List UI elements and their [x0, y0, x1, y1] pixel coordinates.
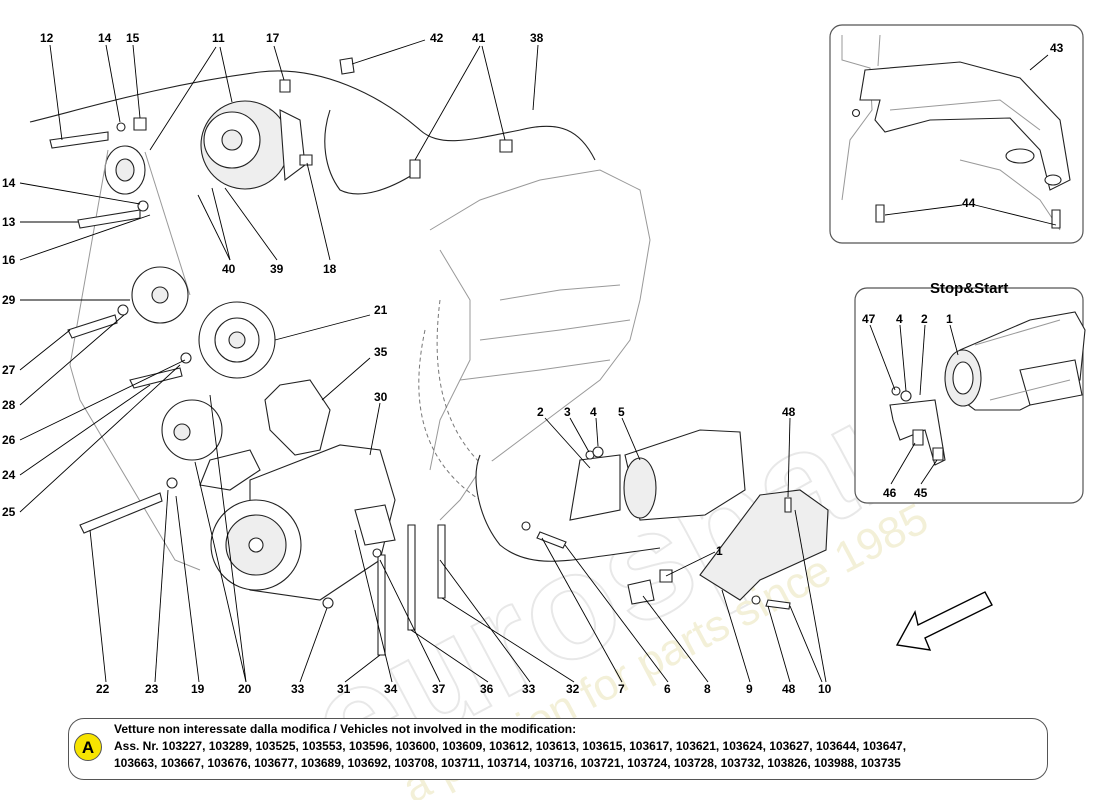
callout-7: 7 [618, 682, 625, 696]
callout-23: 23 [145, 682, 159, 696]
callout-ss-47: 47 [862, 312, 876, 326]
callout-40: 40 [222, 262, 236, 276]
callout-30: 30 [374, 390, 388, 404]
callout-18: 18 [323, 262, 337, 276]
callout-17: 17 [266, 31, 280, 45]
belt [69, 149, 201, 571]
callout-10: 10 [818, 682, 832, 696]
callout-39: 39 [270, 262, 284, 276]
callout-19: 19 [191, 682, 205, 696]
bracket-35 [264, 379, 331, 456]
callout-41: 41 [472, 31, 486, 45]
callout-9: 9 [746, 682, 753, 696]
callout-1: 1 [716, 544, 723, 558]
callout-29: 29 [2, 293, 16, 307]
callout-ss-2: 2 [921, 312, 928, 326]
callout-36: 36 [480, 682, 494, 696]
alternator-pulley [104, 145, 146, 195]
callout-48: 48 [782, 405, 796, 419]
note-box [68, 718, 1048, 780]
callout-2: 2 [537, 405, 544, 419]
callout-13: 13 [2, 215, 16, 229]
callout-5: 5 [618, 405, 625, 419]
callout-35: 35 [374, 345, 388, 359]
main-callouts: 12 14 15 11 17 42 41 38 14 13 16 40 39 1… [2, 31, 832, 696]
callout-22: 22 [96, 682, 110, 696]
callout-ss-45: 45 [914, 486, 928, 500]
callout-25: 25 [2, 505, 16, 519]
callout-12: 12 [40, 31, 54, 45]
inset-top-callouts: 43 44 [962, 41, 1064, 210]
callout-ss-46: 46 [883, 486, 897, 500]
callout-34: 34 [384, 682, 398, 696]
leader-lines [19, 39, 1057, 683]
callout-24: 24 [2, 468, 16, 482]
callout-21: 21 [374, 303, 388, 317]
callout-6: 6 [664, 682, 671, 696]
callout-15: 15 [126, 31, 140, 45]
callout-4: 4 [590, 405, 597, 419]
note-heading: Vetture non interessate dalla modifica /… [114, 722, 577, 736]
callout-14: 14 [98, 31, 112, 45]
callout-33: 33 [291, 682, 305, 696]
inset-stop-start-title: Stop&Start [930, 280, 1008, 297]
callout-31: 31 [337, 682, 351, 696]
callout-3: 3 [564, 405, 571, 419]
callout-43: 43 [1050, 41, 1064, 55]
bolts-small [49, 57, 792, 656]
ac-compressor [210, 444, 396, 601]
callout-48b: 48 [782, 682, 796, 696]
callout-37: 37 [432, 682, 446, 696]
callout-16: 16 [2, 253, 16, 267]
callout-27: 27 [2, 363, 16, 377]
callout-14b: 14 [2, 176, 16, 190]
inset-stop-start-drawing [889, 311, 1086, 466]
callout-42: 42 [430, 31, 444, 45]
inset-stop-start-callouts: 47 4 2 1 46 45 [862, 312, 953, 500]
note-badge: A [74, 733, 102, 761]
callout-20: 20 [238, 682, 252, 696]
tensioner-pulleys [131, 266, 276, 491]
alternator [200, 100, 306, 190]
callout-28: 28 [2, 398, 16, 412]
direction-arrow-icon [895, 591, 993, 651]
note-assembly-numbers-1: Ass. Nr. 103227, 103289, 103525, 103553,… [114, 739, 907, 753]
callout-8: 8 [704, 682, 711, 696]
harness-cable [29, 70, 661, 562]
callout-32: 32 [566, 682, 580, 696]
callout-ss-4: 4 [896, 312, 903, 326]
callout-33b: 33 [522, 682, 536, 696]
callout-ss-1: 1 [946, 312, 953, 326]
starter-motor [569, 429, 746, 521]
inset-top-drawing [841, 34, 1071, 231]
callout-44: 44 [962, 196, 976, 210]
callout-11: 11 [212, 31, 225, 45]
callout-38: 38 [530, 31, 544, 45]
callout-26: 26 [2, 433, 16, 447]
note-assembly-numbers-2: 103663, 103667, 103676, 103677, 103689, … [114, 756, 901, 770]
